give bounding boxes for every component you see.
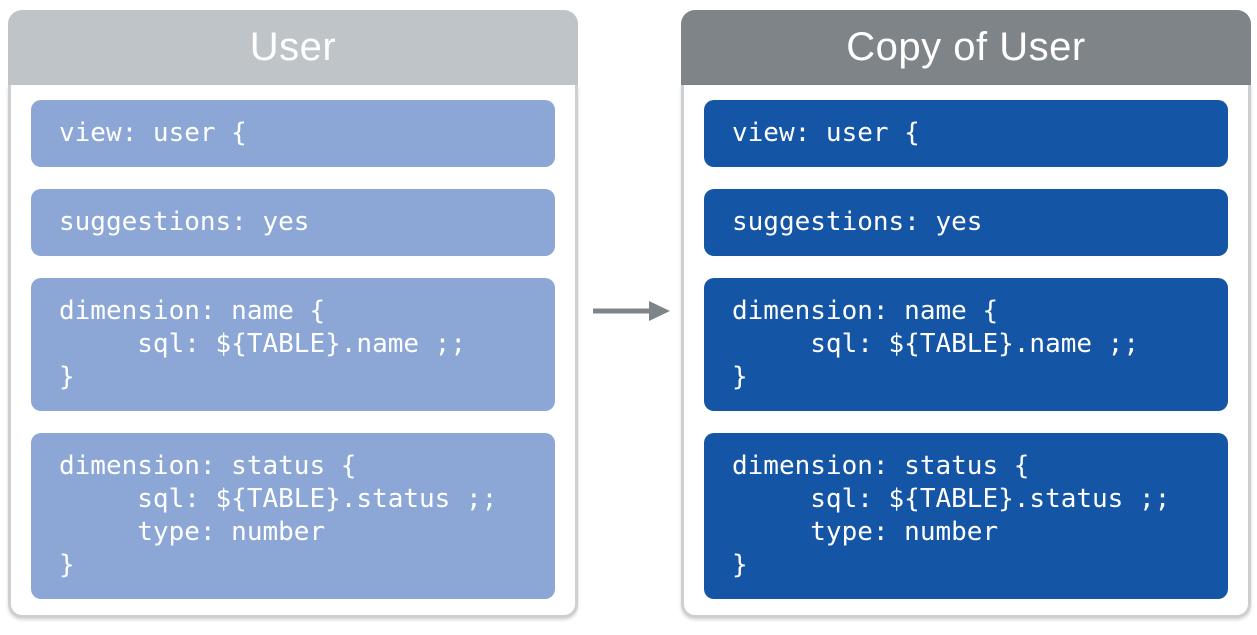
code-block: view: user { bbox=[704, 100, 1228, 167]
panel-copy-of-user-title: Copy of User bbox=[846, 25, 1086, 69]
panel-copy-of-user-header: Copy of User bbox=[681, 10, 1251, 85]
code-block: dimension: name { sql: ${TABLE}.name ;; … bbox=[704, 278, 1228, 411]
code-block: dimension: name { sql: ${TABLE}.name ;; … bbox=[31, 278, 555, 411]
code-block: dimension: status { sql: ${TABLE}.status… bbox=[31, 433, 555, 599]
code-block: suggestions: yes bbox=[704, 189, 1228, 256]
code-block: suggestions: yes bbox=[31, 189, 555, 256]
code-block: view: user { bbox=[31, 100, 555, 167]
panel-user-header: User bbox=[8, 10, 578, 85]
code-block: dimension: status { sql: ${TABLE}.status… bbox=[704, 433, 1228, 599]
panel-user-body: view: user { suggestions: yes dimension: n… bbox=[8, 85, 578, 618]
panel-user: User view: user { suggestions: yes dimensi… bbox=[8, 10, 578, 618]
copy-arrow-icon bbox=[592, 298, 672, 324]
panel-user-title: User bbox=[249, 25, 337, 69]
panel-copy-of-user: Copy of User view: user { suggestions: ye… bbox=[681, 10, 1251, 618]
panel-copy-of-user-body: view: user { suggestions: yes dimension: n… bbox=[681, 85, 1251, 618]
